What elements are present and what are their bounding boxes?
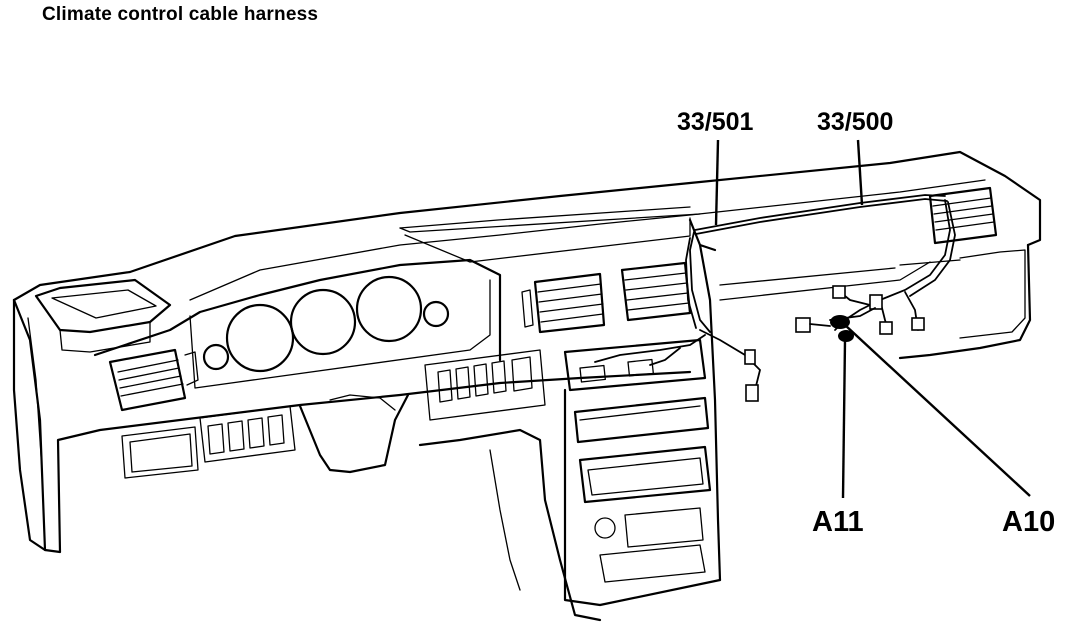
connector [879,321,893,335]
leader-33-500 [856,139,864,206]
air-vents [108,186,998,412]
top-left-compartment [34,278,172,353]
callout-a10: A10 [1002,506,1056,538]
callout-33-501: 33/501 [677,108,754,136]
dashboard-outline [12,150,1042,622]
callout-a11: A11 [812,506,864,538]
connector [832,285,846,299]
leader-33-501 [714,139,720,226]
connector-a11-body [838,330,854,342]
callout-33-500: 33/500 [817,108,894,136]
connector [869,294,883,310]
connector [745,384,759,402]
harness-connectors [744,285,925,402]
diagram-title: Climate control cable harness [42,4,319,25]
leader-lines [714,139,1031,499]
connector [744,349,756,365]
connector [795,317,811,333]
cable-harness [594,194,956,391]
leader-a10 [844,324,1031,497]
center-console-panels [563,338,712,583]
switch-banks [121,349,546,479]
instrument-gauges [202,275,450,373]
center-right-vent [620,261,692,322]
left-outer-vent [108,348,199,412]
right-outer-vent [928,186,998,245]
leader-a11 [841,339,847,499]
center-left-vent [521,272,606,334]
connector [911,317,925,331]
